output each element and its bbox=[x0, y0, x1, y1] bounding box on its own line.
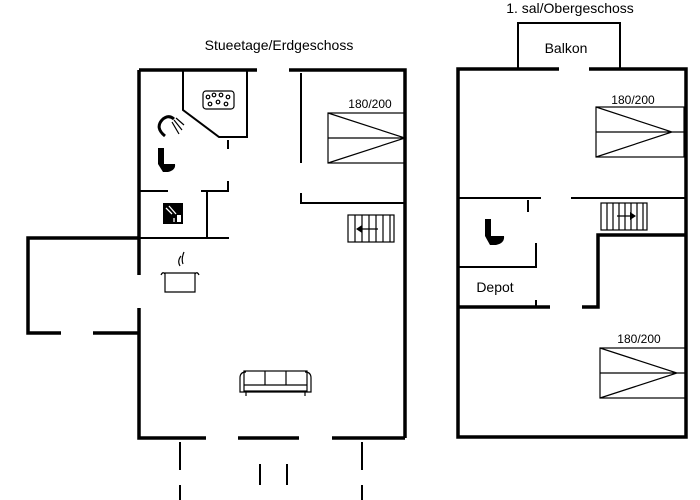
cooking-pot-icon bbox=[160, 251, 200, 293]
bed-icon bbox=[599, 347, 687, 399]
upper-floor-walls bbox=[456, 22, 688, 439]
stairs-icon bbox=[347, 214, 395, 243]
toilet-icon bbox=[485, 219, 505, 245]
ground-floor-walls bbox=[26, 68, 407, 440]
bed-size-label: 180/200 bbox=[617, 332, 661, 346]
upper-floor: 1. sal/Obergeschoss Balkon 180/200 Depot… bbox=[456, 0, 688, 439]
storage-label: Depot bbox=[476, 279, 513, 295]
shower-icon bbox=[157, 115, 185, 138]
toilet-icon bbox=[158, 148, 176, 172]
bed-size-label: 180/200 bbox=[611, 93, 655, 107]
bed-size-label: 180/200 bbox=[348, 97, 392, 111]
bed-icon bbox=[327, 112, 407, 164]
stairs-icon bbox=[600, 202, 648, 231]
whirlpool-icon bbox=[202, 90, 235, 110]
ground-floor-exterior-lines bbox=[179, 442, 363, 500]
ground-floor: Stueetage/Erdgeschoss 180/200 bbox=[26, 37, 407, 500]
upper-floor-title: 1. sal/Obergeschoss bbox=[506, 0, 634, 16]
balcony-label: Balkon bbox=[545, 40, 588, 56]
bed-icon bbox=[595, 106, 685, 158]
washing-machine-icon bbox=[163, 203, 183, 224]
sofa-icon bbox=[239, 370, 312, 396]
ground-floor-title: Stueetage/Erdgeschoss bbox=[205, 37, 354, 53]
